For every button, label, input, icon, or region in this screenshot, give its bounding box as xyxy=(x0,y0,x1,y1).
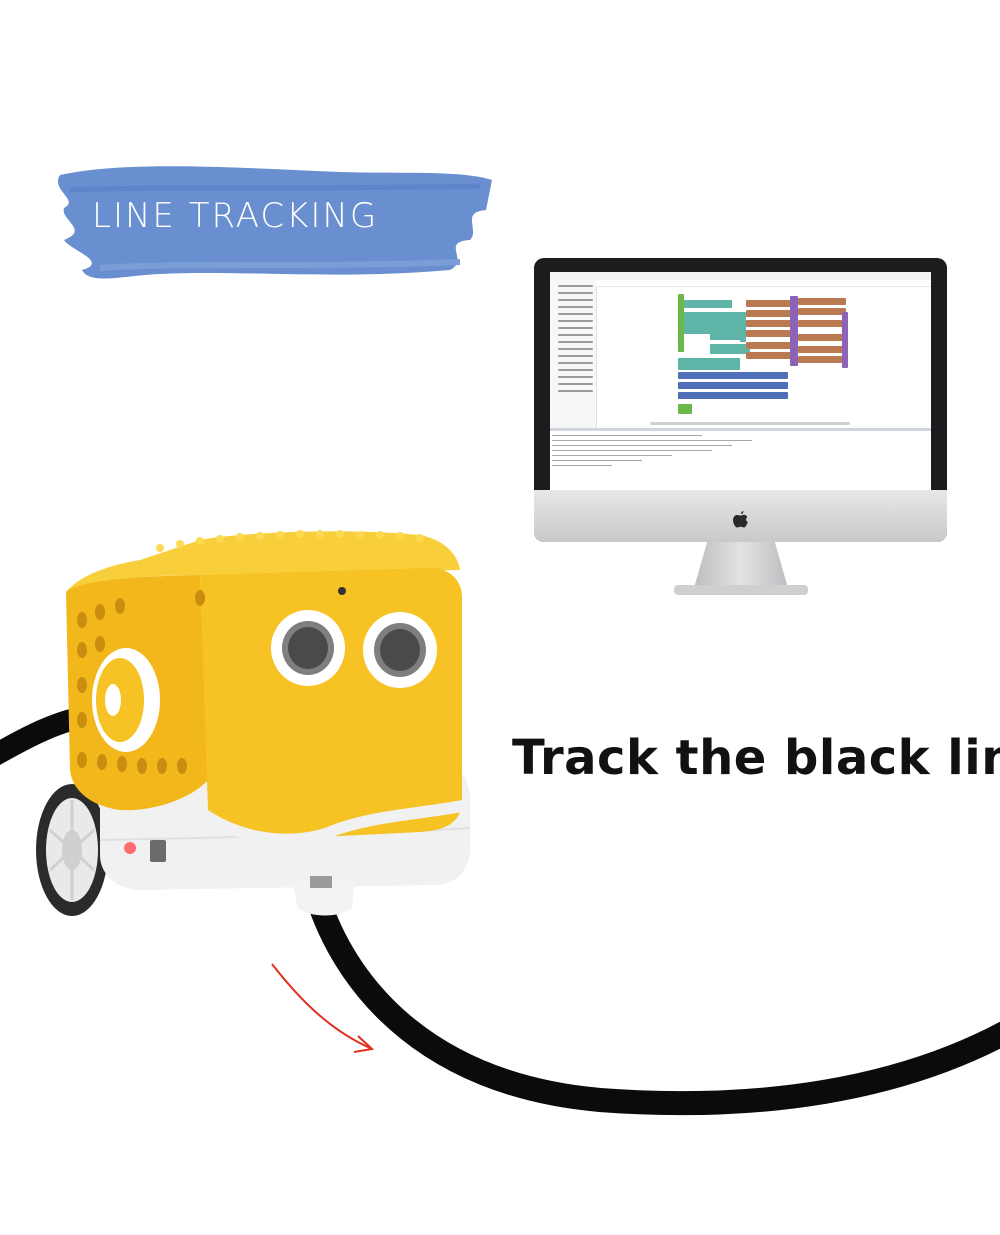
code-block xyxy=(798,308,846,315)
monitor-foot xyxy=(674,585,808,595)
robot-top xyxy=(66,531,460,592)
caption-text: Track the black line xyxy=(512,730,1000,786)
code-block xyxy=(798,334,846,341)
code-block xyxy=(798,356,846,363)
code-block xyxy=(678,404,692,414)
imac-computer xyxy=(534,258,947,600)
apple-icon xyxy=(733,511,748,528)
code-block xyxy=(678,358,740,370)
banner-title: LINE TRACKING xyxy=(92,196,379,236)
code-block xyxy=(746,300,794,307)
code-block xyxy=(790,296,798,366)
code-block xyxy=(746,310,794,317)
code-block xyxy=(740,312,746,342)
code-block xyxy=(678,294,684,352)
code-block xyxy=(798,298,846,305)
code-block xyxy=(678,382,788,389)
robot-wheel xyxy=(36,784,108,916)
title-banner xyxy=(40,150,510,300)
code-block xyxy=(684,300,732,308)
code-block xyxy=(798,346,846,353)
code-block xyxy=(746,330,794,337)
software-tabs xyxy=(596,280,931,287)
code-block xyxy=(746,320,794,327)
ultrasonic-sensor xyxy=(271,610,437,688)
code-block xyxy=(746,352,794,359)
code-block xyxy=(842,312,848,368)
brush-stroke xyxy=(57,166,492,279)
code-block xyxy=(710,344,750,354)
software-console xyxy=(550,428,931,490)
code-block xyxy=(798,320,846,327)
robot-dial xyxy=(92,648,160,752)
workspace-scrollbar xyxy=(650,422,850,425)
code-block xyxy=(710,316,744,340)
code-block xyxy=(678,372,788,379)
software-sidebar xyxy=(550,280,597,428)
code-block xyxy=(746,342,794,349)
code-block xyxy=(678,392,788,399)
monitor-stand xyxy=(694,542,788,588)
monitor-screen xyxy=(550,272,931,490)
